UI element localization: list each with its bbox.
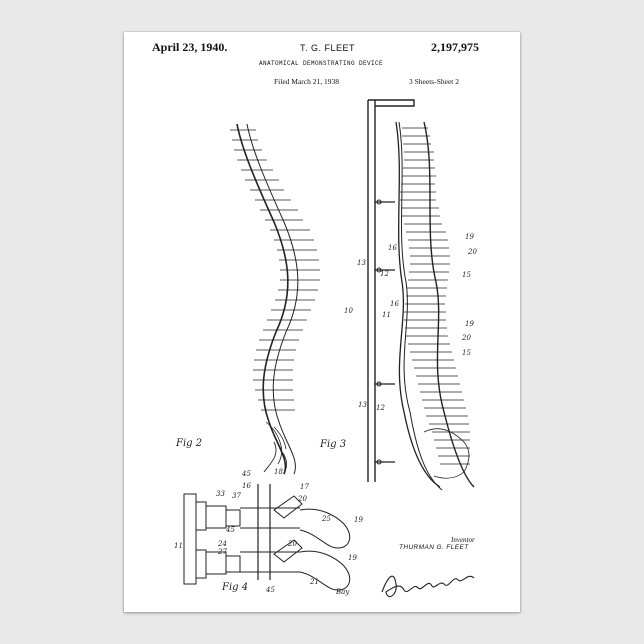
svg-text:45: 45 [225, 526, 235, 534]
svg-text:33: 33 [216, 490, 225, 498]
svg-text:10: 10 [344, 307, 353, 315]
fig2-spine-illustration [230, 124, 320, 474]
svg-text:20: 20 [467, 248, 477, 256]
fig4-label: Fig 4 [222, 582, 248, 593]
svg-text:16: 16 [390, 300, 399, 308]
svg-text:20: 20 [287, 540, 297, 548]
svg-text:24: 24 [217, 540, 227, 548]
svg-text:16: 16 [388, 244, 397, 252]
svg-text:11: 11 [382, 311, 391, 319]
svg-text:20: 20 [461, 334, 471, 342]
svg-text:19: 19 [465, 233, 474, 241]
inventor-label: Inventor [451, 536, 475, 544]
svg-text:37: 37 [232, 492, 241, 500]
svg-text:18: 18 [274, 468, 283, 476]
svg-text:20: 20 [297, 495, 307, 503]
svg-text:16: 16 [242, 482, 251, 490]
svg-text:Bay: Bay [335, 588, 350, 596]
svg-text:25: 25 [321, 515, 331, 523]
fig2-label: Fig 2 [176, 438, 202, 449]
patent-drawing: 13 10 11 13 12 16 12 16 19 20 15 19 20 1… [124, 32, 520, 612]
svg-text:19: 19 [354, 516, 363, 524]
svg-text:15: 15 [462, 271, 471, 279]
svg-text:11: 11 [174, 542, 183, 550]
svg-text:45: 45 [241, 470, 251, 478]
fig3-label: Fig 3 [320, 439, 346, 450]
svg-text:21: 21 [309, 578, 319, 586]
patent-poster: April 23, 1940. T. G. FLEET 2,197,975 AN… [124, 32, 520, 612]
inventor-name: THURMAN G. FLEET [399, 544, 469, 551]
svg-text:27: 27 [217, 548, 227, 556]
svg-text:19: 19 [465, 320, 474, 328]
reference-numerals: 13 10 11 13 12 16 12 16 19 20 15 19 20 1… [174, 233, 477, 596]
svg-text:45: 45 [265, 586, 275, 594]
svg-text:13: 13 [358, 401, 367, 409]
fig3-spine-illustration [399, 122, 474, 490]
svg-text:17: 17 [300, 483, 309, 491]
svg-text:12: 12 [380, 270, 389, 278]
svg-text:15: 15 [462, 349, 471, 357]
svg-text:13: 13 [357, 259, 366, 267]
svg-text:19: 19 [348, 554, 357, 562]
svg-text:12: 12 [376, 404, 385, 412]
signature-scribble [382, 576, 474, 596]
